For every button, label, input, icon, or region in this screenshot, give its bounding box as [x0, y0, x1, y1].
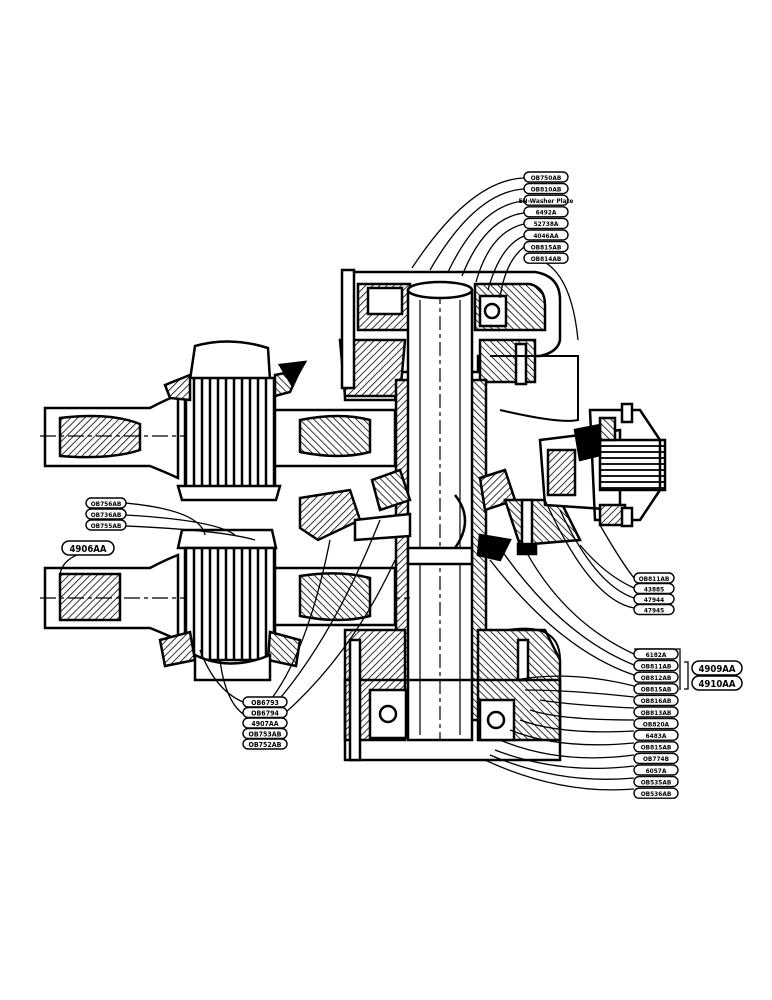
part-label-text: OB535AB: [641, 778, 672, 786]
part-label: OB814AB: [523, 252, 569, 264]
part-label: 6057A: [633, 764, 679, 776]
part-label-text: OB6793: [251, 699, 279, 707]
part-label-4909aa: 4909AA: [691, 660, 743, 676]
part-label: 47945: [633, 603, 675, 616]
part-label-4906aa: 4906AA: [61, 540, 115, 556]
part-label-text: OB815AB: [531, 243, 562, 251]
part-label-text: 47944: [644, 596, 664, 604]
upper-gear-assembly: [40, 340, 410, 502]
bracket-4909-4910: [684, 661, 689, 690]
part-label: OB755AB: [85, 519, 127, 531]
upper-bearing-housing: [338, 268, 579, 422]
part-label: 43885: [633, 582, 675, 595]
part-label-4910aa: 4910AA: [691, 675, 743, 691]
part-label-text: OB6794: [251, 709, 279, 717]
part-label: 4046AA: [523, 229, 569, 241]
part-label: OB6793: [242, 696, 288, 708]
lower-gear-assembly: [40, 528, 410, 682]
part-label: OB812AB: [633, 671, 679, 683]
part-label: OB810AB: [523, 182, 569, 195]
part-labels-right-upper: OB811AB 43885 47944 47945: [633, 572, 675, 616]
part-label: OB774B: [633, 752, 679, 765]
part-label-text: 52738A: [534, 220, 559, 228]
part-label-text: 6182A: [646, 651, 667, 659]
part-label-text: OB774B: [643, 755, 670, 763]
part-label: OB750AB: [523, 171, 569, 183]
part-label: OB815AB: [523, 240, 569, 253]
part-label-text: 6057A: [646, 767, 667, 775]
part-label-text: OB820A: [643, 720, 670, 728]
part-label-text: 6492A: [536, 209, 557, 217]
part-label: OB536AB: [633, 787, 679, 799]
part-labels-top: OB750AB OB810AB EN-Washer Plate 6492A 52738A…: [519, 171, 574, 264]
pinion-assembly: [538, 402, 667, 528]
part-label-text: OB755AB: [91, 522, 122, 530]
part-label: OB6794: [242, 706, 288, 719]
part-label-text: 43885: [644, 585, 664, 593]
part-label: 52738A: [523, 217, 569, 230]
part-label: OB811AB: [633, 659, 679, 672]
part-label-text: OB752AB: [249, 741, 282, 749]
part-label-text: OB536AB: [641, 790, 672, 798]
part-label: OB736AB: [85, 508, 127, 520]
part-label-4910aa-text: 4910AA: [698, 679, 735, 690]
part-label: 4907AA: [242, 717, 288, 729]
part-label: OB753AB: [242, 727, 288, 740]
part-label-text: 4907AA: [251, 720, 278, 728]
part-label: OB752AB: [242, 738, 288, 750]
part-label-text: OB750AB: [531, 174, 562, 182]
part-label-text: OB816AB: [641, 697, 672, 705]
part-label: OB820A: [633, 717, 679, 730]
part-label: OB813AB: [633, 706, 679, 718]
part-label-text: OB811AB: [641, 662, 672, 670]
part-label: OB811AB: [633, 572, 675, 584]
part-label-text: 4046AA: [533, 232, 559, 240]
part-label-text: OB753AB: [249, 730, 282, 738]
part-label: 6492A: [523, 206, 569, 218]
part-label-text: OB811AB: [639, 575, 670, 583]
part-label: OB815AB: [633, 683, 679, 695]
part-label-text: OB812AB: [641, 674, 672, 682]
part-label-text: OB736AB: [91, 511, 122, 519]
part-label-4906aa-text: 4906AA: [69, 544, 106, 555]
part-label-text: OB810AB: [531, 185, 562, 193]
part-label: EN-Washer Plate: [519, 194, 574, 206]
part-label-text: OB814AB: [531, 255, 562, 263]
part-label-text: 47945: [644, 606, 664, 614]
part-label: OB756AB: [85, 497, 127, 509]
part-label: 6483A: [633, 729, 679, 741]
part-label: OB815AB: [633, 741, 679, 753]
part-label: 6182A: [633, 648, 679, 660]
part-labels-right-lower: 6182A OB811AB OB812AB OB815AB OB816AB OB813AB…: [633, 648, 679, 799]
part-label: OB535AB: [633, 775, 679, 788]
part-label-text: OB813AB: [641, 709, 672, 717]
part-label-text: EN-Washer Plate: [519, 197, 574, 205]
part-label-text: OB756AB: [91, 500, 122, 508]
part-label-text: OB815AB: [641, 686, 672, 694]
part-label: 47944: [633, 593, 675, 605]
part-labels-left: OB756AB OB736AB OB755AB: [85, 497, 127, 531]
part-label-4909aa-text: 4909AA: [698, 664, 735, 675]
central-shaft: [394, 280, 488, 742]
bevel-gear-set: [298, 468, 582, 562]
lower-bearing-housing: [343, 627, 562, 762]
part-label-text: OB815AB: [641, 744, 672, 752]
part-label: OB816AB: [633, 694, 679, 707]
part-label-text: 6483A: [646, 732, 667, 740]
